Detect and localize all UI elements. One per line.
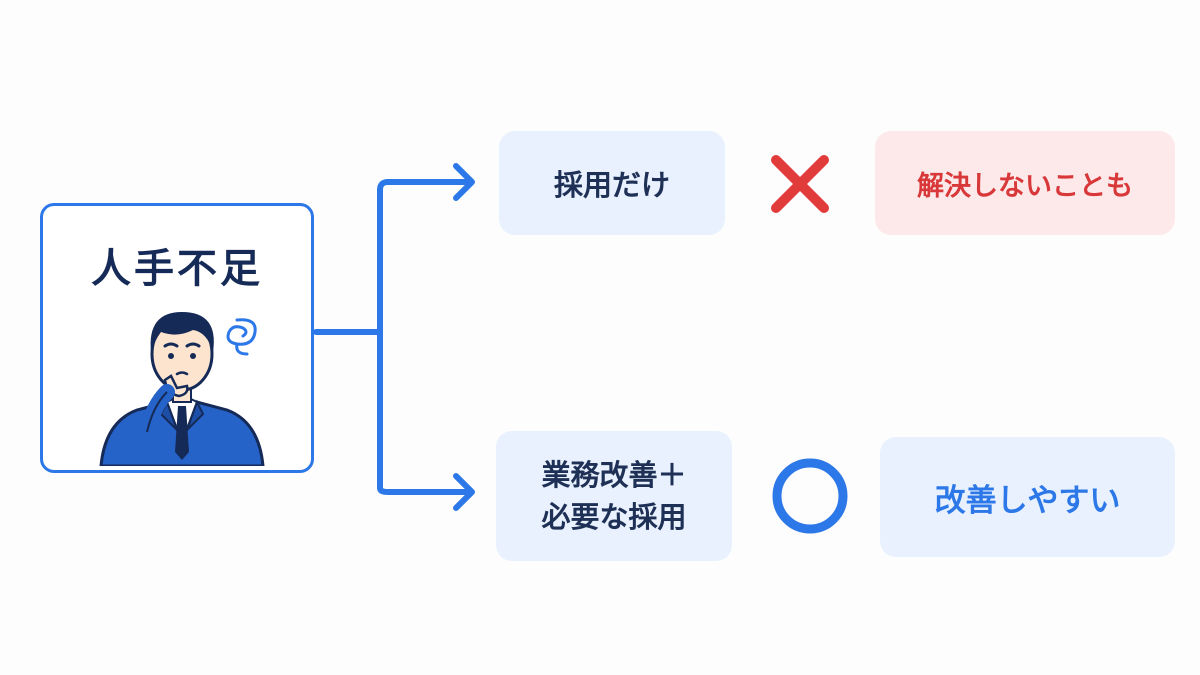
connector-branch-bottom: [377, 485, 473, 495]
source-title: 人手不足: [91, 246, 263, 292]
cross-icon: [771, 155, 829, 213]
circle-icon: [772, 458, 848, 534]
arrowhead-bottom-icon: [453, 473, 475, 511]
result-not-solved-label: 解決しないことも: [917, 170, 1133, 202]
option-recruit-only: 採用だけ: [499, 131, 725, 235]
option-improve-and-recruit: 業務改善＋ 必要な採用: [496, 431, 732, 561]
option-recruit-only-label: 採用だけ: [553, 168, 670, 202]
result-easy-to-improve-label: 改善しやすい: [934, 482, 1121, 519]
result-easy-to-improve: 改善しやすい: [880, 437, 1175, 557]
result-not-solved: 解決しないことも: [875, 131, 1175, 235]
source-card: 人手不足: [40, 203, 314, 473]
option-improve-and-recruit-label: 業務改善＋ 必要な採用: [541, 457, 687, 534]
arrowhead-top-icon: [453, 163, 475, 201]
connector-branch-top: [377, 179, 473, 193]
thinking-businessman-icon: [99, 312, 265, 466]
